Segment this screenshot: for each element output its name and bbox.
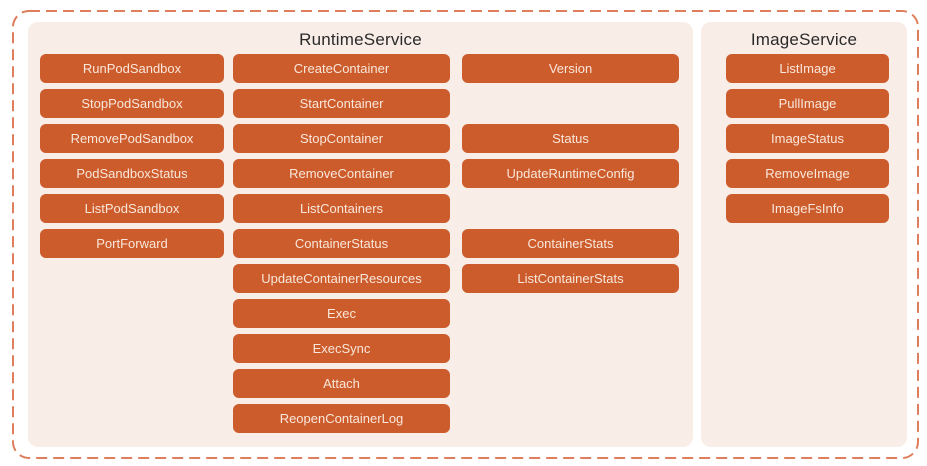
api-node-updateruntimeconfig: UpdateRuntimeConfig (462, 159, 679, 188)
api-node-listcontainers: ListContainers (233, 194, 450, 223)
api-node-listpodsandbox: ListPodSandbox (40, 194, 224, 223)
api-node-podsandboxstatus: PodSandboxStatus (40, 159, 224, 188)
api-node-reopencontainerlog: ReopenContainerLog (233, 404, 450, 433)
api-node-removeimage: RemoveImage (726, 159, 889, 188)
api-node-removepodsandbox: RemovePodSandbox (40, 124, 224, 153)
api-node-version: Version (462, 54, 679, 83)
api-node-attach: Attach (233, 369, 450, 398)
api-node-imagestatus: ImageStatus (726, 124, 889, 153)
api-node-execsync: ExecSync (233, 334, 450, 363)
api-node-imagefsinfo: ImageFsInfo (726, 194, 889, 223)
api-node-listcontainerstats: ListContainerStats (462, 264, 679, 293)
api-node-removecontainer: RemoveContainer (233, 159, 450, 188)
runtime-service-title: RuntimeService (299, 30, 422, 49)
api-node-pullimage: PullImage (726, 89, 889, 118)
api-node-runpodsandbox: RunPodSandbox (40, 54, 224, 83)
api-node-containerstats: ContainerStats (462, 229, 679, 258)
api-node-status: Status (462, 124, 679, 153)
image-service-title: ImageService (750, 30, 858, 49)
api-node-stoppodsandbox: StopPodSandbox (40, 89, 224, 118)
api-node-containerstatus: ContainerStatus (233, 229, 450, 258)
api-node-listimage: ListImage (726, 54, 889, 83)
api-node-updatecontainerresources: UpdateContainerResources (233, 264, 450, 293)
api-node-exec: Exec (233, 299, 450, 328)
api-node-portforward: PortForward (40, 229, 224, 258)
api-node-createcontainer: CreateContainer (233, 54, 450, 83)
api-node-startcontainer: StartContainer (233, 89, 450, 118)
api-node-stopcontainer: StopContainer (233, 124, 450, 153)
